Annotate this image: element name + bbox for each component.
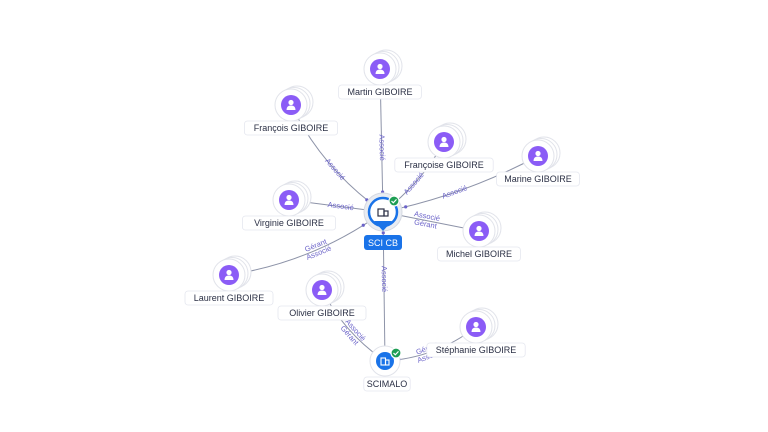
person-name-8-box — [426, 342, 526, 358]
company-name-scimalo: SCIMALO — [367, 379, 408, 389]
verified-badge-icon — [390, 347, 402, 359]
person-name-2-box — [394, 157, 494, 173]
person-node[interactable] — [274, 85, 314, 122]
edge-arrow-company — [381, 231, 385, 235]
person-node[interactable] — [212, 255, 252, 292]
edge-label-person-0-0: Associé — [377, 134, 387, 160]
company-name-scimalo-box — [363, 376, 411, 392]
edge-label-person-3-0: Associé — [441, 183, 469, 200]
person-name-5: Michel GIBOIRE — [446, 249, 512, 259]
person-name-4-box — [241, 215, 336, 231]
person-name-1-box — [243, 120, 338, 136]
person-name-0: Martin GIBOIRE — [347, 87, 412, 97]
person-name-1: François GIBOIRE — [254, 123, 329, 133]
center-company-node[interactable]: SCI CB — [363, 192, 403, 250]
verified-badge-icon — [388, 195, 400, 207]
company-node-scimalo[interactable] — [369, 345, 402, 377]
person-name-6: Laurent GIBOIRE — [194, 293, 265, 303]
person-name-2: Françoise GIBOIRE — [404, 160, 484, 170]
person-node[interactable] — [363, 49, 403, 86]
person-name-3-box — [496, 171, 580, 187]
person-node[interactable] — [427, 122, 467, 159]
edge-label-person-1-0: Associé — [323, 156, 347, 182]
center-label-pill — [364, 235, 402, 250]
edge-label-person-2-0: Associé — [402, 171, 426, 197]
edge-label-company-0: Associé — [380, 266, 389, 292]
person-name-7-box — [277, 305, 367, 321]
edge-arrow-person-3 — [404, 205, 408, 209]
person-name-4: Virginie GIBOIRE — [254, 218, 324, 228]
person-name-6-box — [184, 290, 274, 306]
person-name-0-box — [338, 84, 422, 100]
person-node[interactable] — [521, 136, 561, 173]
person-node[interactable] — [459, 307, 499, 344]
edge-label-person-4-0: Associé — [327, 200, 354, 212]
person-node[interactable] — [462, 211, 502, 248]
edge-arrow-person-6 — [361, 223, 365, 227]
person-name-5-box — [437, 246, 521, 262]
person-node[interactable] — [272, 180, 312, 217]
center-label: SCI CB — [368, 238, 398, 248]
person-node[interactable] — [305, 270, 345, 307]
person-name-3: Marine GIBOIRE — [504, 174, 572, 184]
person-name-7: Olivier GIBOIRE — [289, 308, 355, 318]
person-name-8: Stéphanie GIBOIRE — [436, 345, 517, 355]
